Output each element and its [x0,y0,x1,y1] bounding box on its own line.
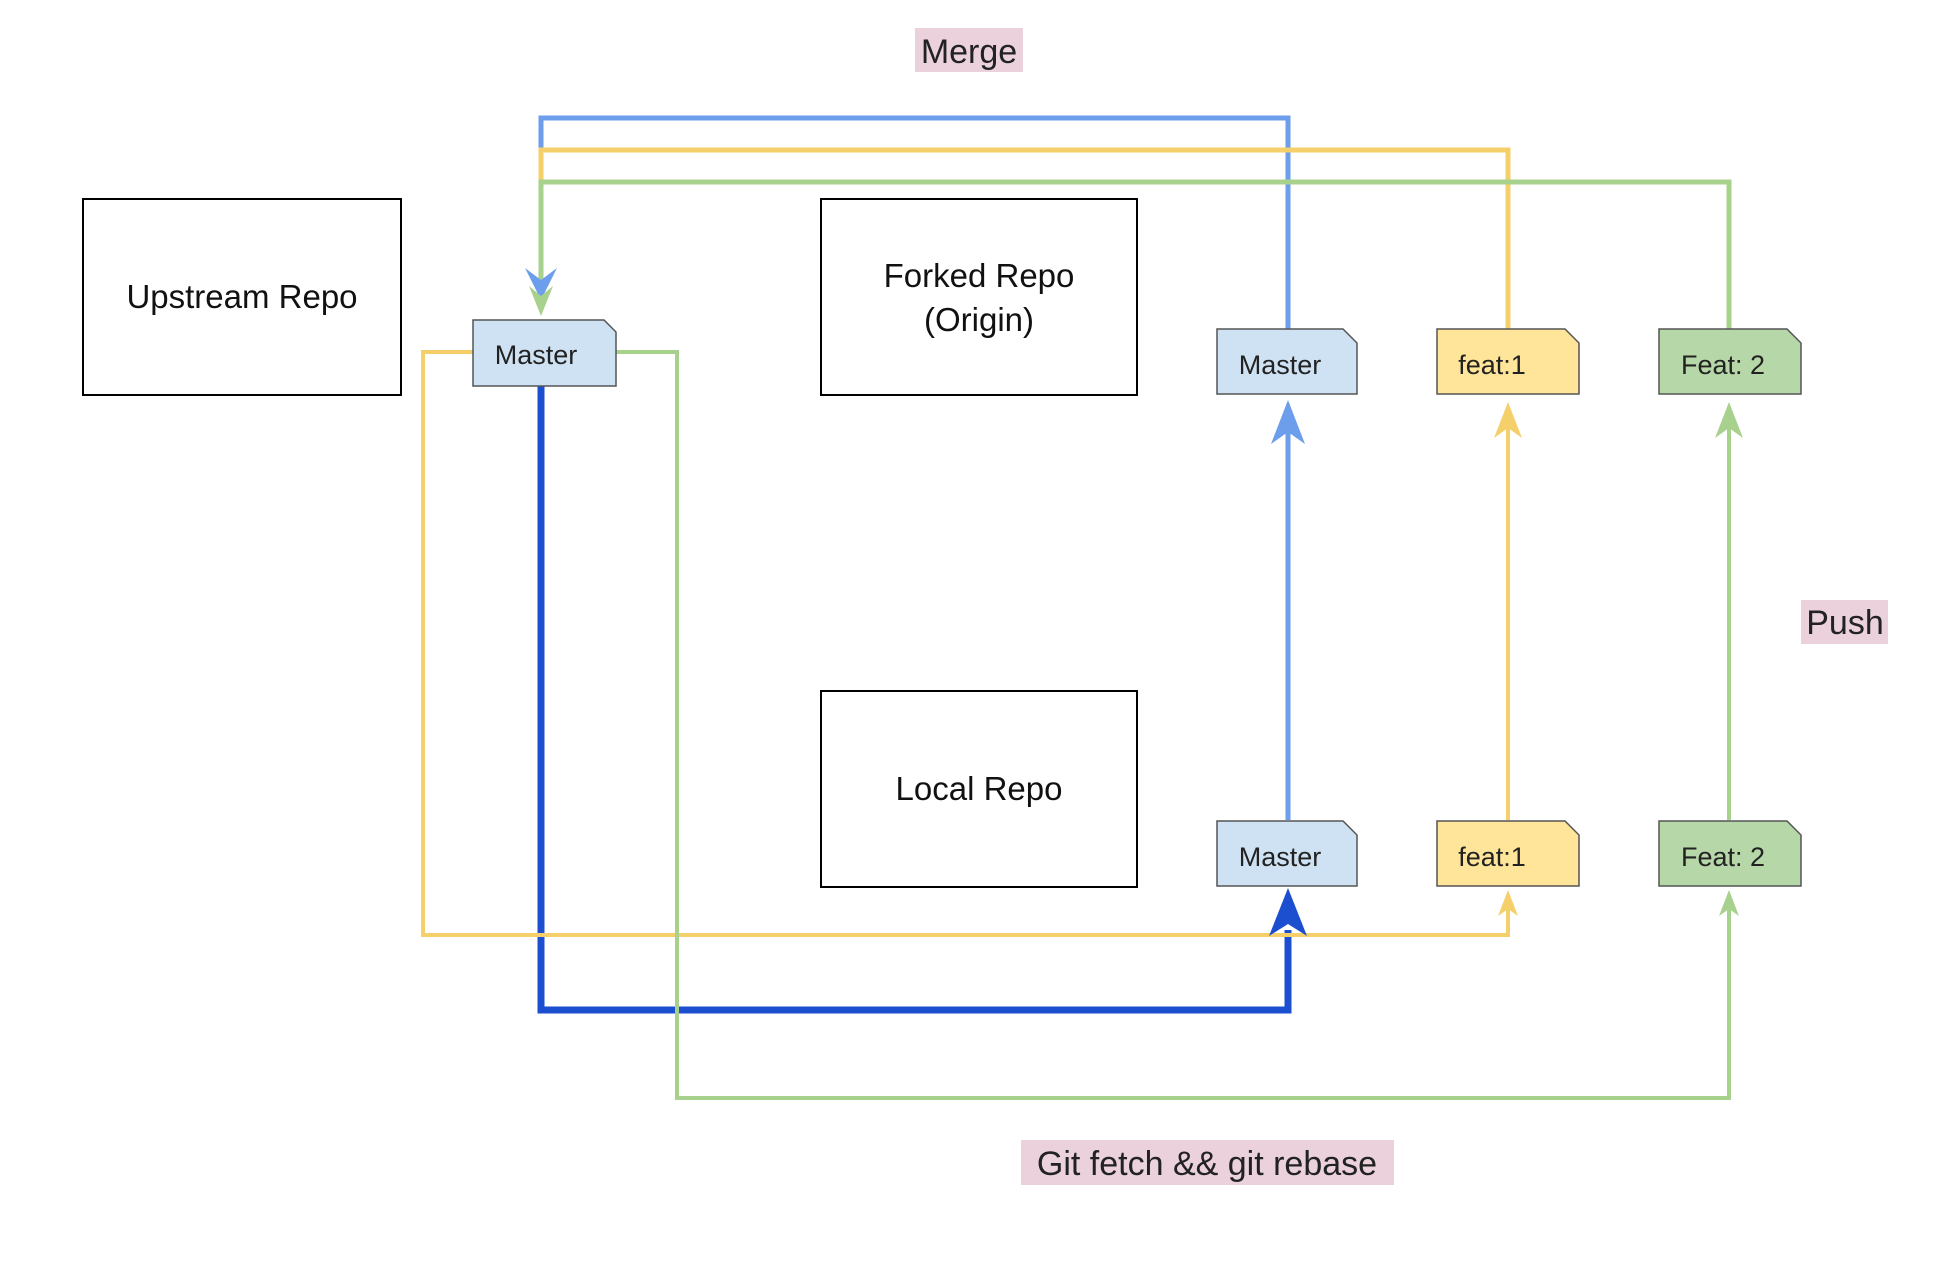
fetch-rebase-label: Git fetch && git rebase [1037,1145,1377,1183]
origin-feat1-tag: feat:1 [1436,328,1580,395]
local-feat2-tag: Feat: 2 [1658,820,1802,887]
push-arrowhead-master [1271,400,1305,444]
fetch-arrowhead-master [1269,888,1307,936]
upstream-repo: Upstream Repo [82,198,402,396]
merge-arrowhead-blue [525,268,557,300]
local-feat1-label: feat:1 [1458,842,1526,872]
forked-repo-sublabel: (Origin) [924,301,1034,338]
local-feat2-label: Feat: 2 [1681,842,1765,872]
forked-repo: Forked Repo (Origin) [820,198,1138,396]
forked-repo-label: Forked Repo [884,257,1075,294]
origin-feat2-label: Feat: 2 [1681,350,1765,380]
fetch-line-master [537,386,1292,1014]
rebase-arrowhead-feat2 [1719,890,1739,916]
local-repo-label: Local Repo [896,770,1063,807]
origin-master-tag: Master [1216,328,1358,395]
push-arrowhead-feat2 [1715,402,1743,438]
fetch-rebase-caption: Git fetch && git rebase [1021,1140,1394,1185]
origin-master-label: Master [1239,350,1322,380]
origin-feat1-label: feat:1 [1458,350,1526,380]
upstream-master-label: Master [495,340,578,370]
upstream-master-tag: Master [472,319,617,387]
push-caption: Push [1801,600,1888,644]
merge-caption: Merge [915,28,1023,72]
upstream-repo-label: Upstream Repo [126,278,357,315]
local-repo: Local Repo [820,690,1138,888]
push-label: Push [1806,604,1884,642]
local-feat1-tag: feat:1 [1436,820,1580,887]
merge-arrowhead-green [529,286,553,316]
local-master-label: Master [1239,842,1322,872]
merge-label: Merge [921,33,1017,71]
rebase-line-feat1 [421,350,1510,937]
rebase-line-feat2 [616,350,1731,1100]
rebase-arrowhead-feat1 [1498,890,1518,916]
origin-feat2-tag: Feat: 2 [1658,328,1802,395]
merge-line-feat2 [538,179,1732,332]
push-arrowhead-feat1 [1494,402,1522,438]
local-master-tag: Master [1216,820,1358,887]
